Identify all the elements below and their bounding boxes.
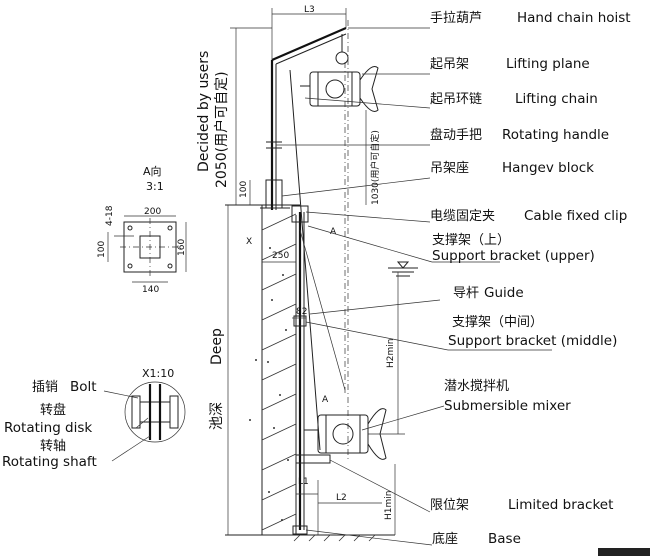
left-leaders	[103, 390, 151, 462]
base-cn-label: 底座	[432, 531, 458, 547]
cable-clip-en-label: Cable fixed clip	[524, 208, 627, 224]
limited-bracket-cn-label: 限位架	[430, 498, 469, 513]
rotating-disk-cn-label: 转盘	[40, 402, 66, 418]
marker-a-upper: A	[330, 227, 337, 237]
decided-by-users-label: Decided by users	[196, 51, 212, 172]
dim-160: 160	[177, 239, 187, 256]
deep-cn-label: 池深	[209, 402, 225, 430]
mixer-lifted	[300, 66, 379, 112]
dim-h2min: H2min	[386, 339, 396, 368]
limited-bracket-en-label: Limited bracket	[508, 497, 613, 513]
a-view-scale: 3:1	[146, 180, 164, 193]
hangev-block-cn-label: 吊架座	[430, 161, 469, 176]
decided-by-users-cn-label: 2050(用户可自定)	[213, 71, 230, 188]
guide-en-label: Guide	[484, 285, 524, 301]
scan-edge-mark	[598, 548, 650, 556]
cable-line	[299, 229, 346, 391]
bolt-cn-label: 插销	[32, 380, 58, 395]
rotating-shaft-cn-label: 转轴	[40, 439, 66, 454]
lifting-chain-cn-label: 起吊环链	[430, 92, 482, 107]
dim-l3: L3	[304, 5, 315, 15]
dimension-lines	[227, 8, 405, 535]
bolt-en-label: Bolt	[70, 379, 97, 395]
dim-l1: L1	[298, 477, 309, 487]
dim-l2: L2	[336, 493, 347, 503]
rotating-handle-en-label: Rotating handle	[502, 127, 609, 143]
callout-leaders	[276, 27, 552, 546]
support-bracket-middle	[293, 315, 307, 327]
water-level	[388, 261, 418, 277]
lifting-chain	[289, 69, 321, 451]
marker-x: X	[246, 237, 252, 247]
dim-4-18: 4-18	[105, 205, 115, 226]
dim-100: 100	[239, 181, 249, 198]
upper-bracket-en-label: Support bracket (upper)	[432, 248, 595, 264]
middle-bracket-cn-label: 支撑架（中间）	[452, 315, 543, 330]
support-bracket-upper	[291, 205, 309, 223]
deep-label: Deep	[209, 328, 225, 365]
lifting-chain-en-label: Lifting chain	[515, 91, 598, 107]
mixer-cn-label: 潜水搅拌机	[444, 378, 509, 394]
pool-wall	[225, 204, 395, 542]
hoist-en-label: Hand chain hoist	[517, 10, 631, 26]
lifting-plane-cn-label: 起吊架	[430, 57, 469, 72]
rotating-handle-cn-label: 盘动手把	[430, 127, 482, 143]
dim-140: 140	[142, 285, 159, 295]
dim-200: 200	[144, 207, 161, 217]
dim-100-plate: 100	[97, 241, 107, 258]
a-view-detail: A向 3:1 200 4-18 100 160 140	[97, 164, 187, 295]
upper-bracket-cn-label: 支撑架（上）	[432, 233, 510, 248]
rotating-shaft-en-label: Rotating shaft	[2, 454, 97, 470]
guide-cn-label: 导杆	[453, 286, 479, 301]
user-defined-1030-label: 1030(用户可自定)	[369, 130, 381, 205]
dim-250: 250	[272, 251, 289, 261]
base-en-label: Base	[488, 531, 521, 547]
middle-bracket-en-label: Support bracket (middle)	[448, 333, 617, 349]
lifting-mast	[260, 26, 347, 210]
lifting-plane-en-label: Lifting plane	[506, 56, 590, 72]
guide-rod	[298, 212, 305, 530]
dim-h1min: H1min	[384, 491, 394, 520]
cable-clip-cn-label: 电缆固定夹	[430, 208, 495, 224]
x-view-title: X1:10	[142, 367, 174, 380]
x-view-detail: X1:10	[124, 367, 186, 443]
mixer-en-label: Submersible mixer	[444, 398, 571, 414]
dim-82: 82	[296, 307, 307, 317]
hoist-cn-label: 手拉葫芦	[430, 11, 482, 26]
rotating-disk-en-label: Rotating disk	[4, 420, 92, 436]
a-view-title: A向	[143, 164, 162, 178]
hangev-block-en-label: Hangev block	[502, 160, 594, 176]
marker-a-lower: A	[322, 395, 329, 405]
mixer-working	[295, 408, 387, 464]
hand-chain-hoist	[335, 20, 349, 460]
